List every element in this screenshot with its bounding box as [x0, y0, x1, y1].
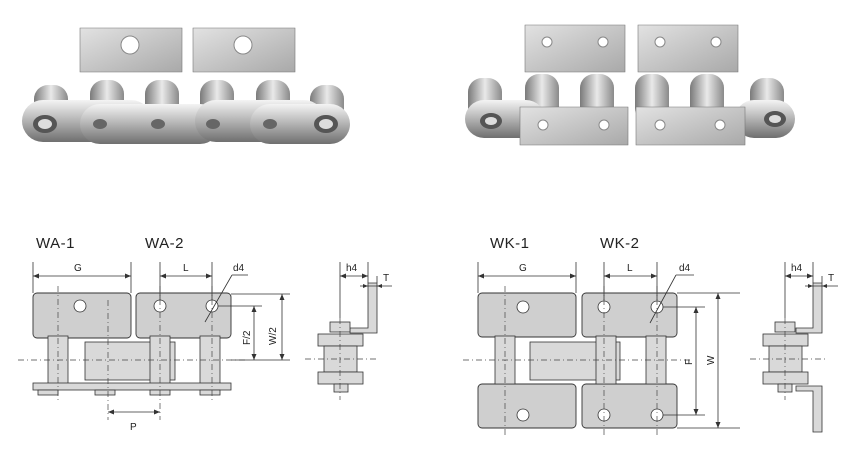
wk-top-view	[463, 262, 740, 436]
dim-f: F	[684, 359, 695, 365]
title-wk1: WK-1	[490, 235, 530, 252]
dim-h4-wk: h4	[791, 263, 803, 274]
dim-f-half: F/2	[242, 330, 253, 345]
dim-w: W	[706, 355, 717, 365]
wa-top-view	[18, 262, 290, 420]
photo-wa-chain	[22, 27, 350, 144]
wa-side-view	[305, 262, 392, 400]
dim-p: P	[130, 422, 137, 433]
title-wa2: WA-2	[145, 235, 184, 252]
dim-d4-wa: d4	[233, 263, 245, 274]
dim-t-wa: T	[383, 273, 389, 284]
dim-l-wk: L	[627, 263, 633, 274]
dim-l-wa: L	[183, 263, 189, 274]
title-wa1: WA-1	[36, 235, 75, 252]
dim-t-wk: T	[828, 273, 834, 284]
photo-wk-chain	[465, 24, 795, 146]
dim-w-half: W/2	[268, 327, 279, 345]
title-wk2: WK-2	[600, 235, 640, 252]
dim-g-wk: G	[519, 263, 527, 274]
dim-g-wa: G	[74, 263, 82, 274]
dim-h4-wa: h4	[346, 263, 358, 274]
dim-d4-wk: d4	[679, 263, 691, 274]
wk-side-view	[750, 262, 838, 433]
